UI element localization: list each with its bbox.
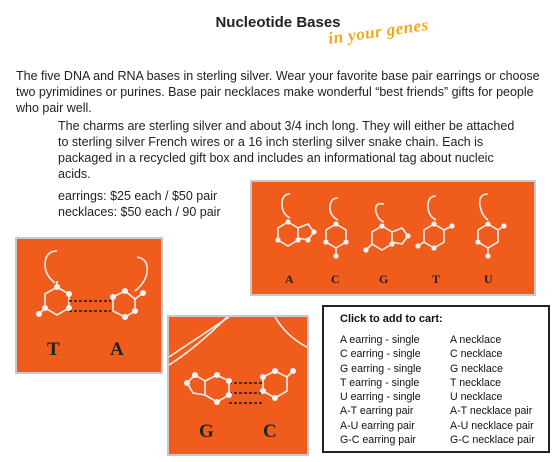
earring-set-letter-a: A (285, 272, 294, 286)
gc-pair-letter-c: C (263, 421, 277, 442)
earring-cart-list: A earring - single C earring - single G … (340, 333, 421, 447)
ta-pair-letter-a: A (110, 339, 124, 360)
price-list: earrings: $25 each / $50 pair necklaces:… (58, 188, 221, 220)
cart-link-t-earring-single[interactable]: T earring - single (340, 376, 420, 389)
cart-link-at-earring-pair[interactable]: A-T earring pair (340, 405, 414, 418)
cart-link-g-earring-single[interactable]: G earring - single (340, 362, 422, 375)
earring-set-photo: A C G T U (250, 180, 536, 296)
cart-link-gc-earring-pair[interactable]: G-C earring pair (340, 434, 416, 447)
ta-earring-pair-photo: T A (15, 237, 163, 374)
add-to-cart-panel: Click to add to cart: A earring - single… (322, 305, 550, 453)
earring-set-letter-t: T (432, 272, 441, 286)
earring-set-letter-u: U (484, 272, 493, 286)
cart-link-c-earring-single[interactable]: C earring - single (340, 348, 421, 361)
ta-pair-letter-t: T (47, 339, 60, 360)
cart-link-c-necklace[interactable]: C necklace (450, 348, 503, 361)
gc-pair-letter-g: G (199, 421, 214, 442)
cart-link-at-necklace-pair[interactable]: A-T necklace pair (450, 405, 533, 418)
cart-link-t-necklace[interactable]: T necklace (450, 376, 502, 389)
cart-link-u-necklace[interactable]: U necklace (450, 391, 503, 404)
cart-link-a-necklace[interactable]: A necklace (450, 334, 502, 346)
necklace-price: necklaces: $50 each / 90 pair (58, 205, 221, 219)
earring-set-illustration (275, 193, 507, 259)
cart-link-g-necklace[interactable]: G necklace (450, 362, 503, 375)
cart-link-gc-necklace-pair[interactable]: G-C necklace pair (450, 434, 535, 447)
earring-set-letter-c: C (331, 272, 340, 286)
details-text: The charms are sterling silver and about… (58, 119, 515, 181)
cart-link-a-earring-single[interactable]: A earring - single (340, 334, 420, 346)
gc-necklace-pair-photo: G C (167, 315, 309, 456)
cart-title: Click to add to cart: (340, 313, 443, 325)
intro-text: The five DNA and RNA bases in sterling s… (16, 69, 540, 115)
earring-price: earrings: $25 each / $50 pair (58, 189, 218, 203)
cart-link-au-necklace-pair[interactable]: A-U necklace pair (450, 419, 534, 432)
gc-necklace-pair-illustration (169, 317, 307, 405)
cart-link-au-earring-pair[interactable]: A-U earring pair (340, 419, 415, 432)
earring-set-letter-g: G (379, 272, 389, 286)
cart-link-u-earring-single[interactable]: U earring - single (340, 391, 421, 404)
necklace-cart-list: A necklace C necklace G necklace T neckl… (450, 333, 535, 447)
page-title: Nucleotide Bases (215, 14, 341, 31)
ta-earring-pair-illustration (36, 250, 149, 320)
